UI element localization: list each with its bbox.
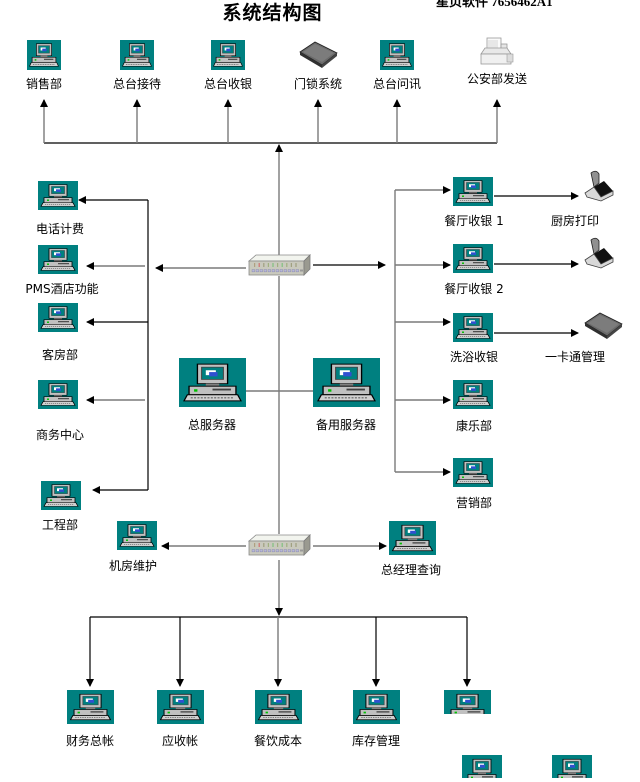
node-label: 财务总帐 [65, 734, 115, 748]
computer-icon [453, 380, 493, 413]
corner-note: 星页软件 7656462A1 [436, 0, 553, 9]
node-label: 洗浴收银 [449, 350, 499, 364]
network-switch-icon [246, 534, 312, 562]
node-label: 备用服务器 [315, 418, 377, 432]
node-label: 总台收银 [203, 77, 253, 91]
computer-icon [41, 481, 81, 514]
computer-icon [38, 245, 78, 278]
computer-icon [120, 40, 154, 74]
card-encoder-icon [297, 40, 339, 74]
node-label: 应收帐 [161, 734, 199, 748]
computer-icon [444, 690, 491, 724]
computer-icon [157, 690, 204, 728]
node-label: 厨房打印 [550, 214, 600, 228]
computer-icon [211, 40, 245, 74]
computer-icon [67, 690, 114, 728]
computer-icon [453, 244, 493, 277]
computer-icon [38, 303, 78, 336]
node-label: 电话计费 [35, 222, 85, 236]
node-label: 商务中心 [35, 428, 85, 442]
node-label: 门锁系统 [293, 77, 343, 91]
computer-icon [38, 380, 78, 413]
node-label: PMS酒店功能 [25, 282, 99, 296]
node-label: 餐厅收银 2 [444, 282, 504, 296]
node-label: 库存管理 [351, 734, 401, 748]
card-encoder-icon [582, 311, 624, 345]
network-switch-icon [246, 254, 312, 282]
node-label: 餐饮成本 [253, 734, 303, 748]
server-icon [179, 358, 246, 411]
diagram-title: 系统结构图 [222, 2, 323, 24]
node-label: 一卡通管理 [544, 350, 606, 364]
node-label: 总服务器 [187, 418, 237, 432]
computer-icon [117, 521, 157, 554]
computer-icon [453, 458, 493, 491]
computer-icon [453, 313, 493, 346]
computer-icon [380, 40, 414, 74]
computer-icon [38, 181, 78, 214]
node-label: 餐厅收银 1 [444, 214, 504, 228]
computer-icon [353, 690, 400, 728]
node-label: 总台接待 [112, 77, 162, 91]
node-label: 康乐部 [455, 419, 493, 433]
receipt-printer-icon [582, 236, 616, 274]
computer-icon [255, 690, 302, 728]
node-label: 工程部 [41, 518, 79, 532]
computer-icon [389, 521, 436, 559]
server-icon [313, 358, 380, 411]
computer-icon [27, 40, 61, 74]
node-label: 销售部 [25, 77, 63, 91]
node-label: 客房部 [41, 348, 79, 362]
node-label: 总经理查询 [380, 563, 442, 577]
fax-icon [477, 36, 517, 74]
node-label: 总台问讯 [372, 77, 422, 91]
node-label: 公安部发送 [466, 72, 528, 86]
receipt-printer-icon [582, 169, 616, 207]
node-label: 机房维护 [108, 559, 158, 573]
computer-icon [453, 177, 493, 210]
node-label: 营销部 [455, 496, 493, 510]
